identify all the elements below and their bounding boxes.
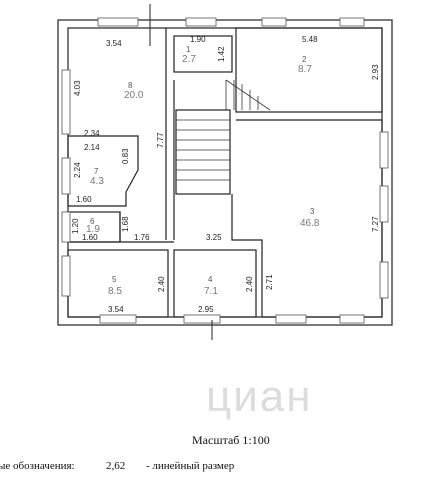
legend-description: - линейный размер: [146, 460, 235, 472]
room-8-number: 8: [128, 81, 133, 90]
stairs: [175, 109, 231, 195]
room-4-outline: [173, 249, 257, 318]
outer-wall: [57, 19, 393, 326]
room-7-outline: [67, 135, 139, 207]
dim-2-93: 2.93: [371, 64, 380, 80]
room-6-area: 1.9: [86, 224, 100, 235]
room-3-number: 3: [310, 207, 315, 216]
dim-4-03: 4.03: [73, 80, 82, 96]
scale-label: Масштаб 1:100: [192, 433, 270, 447]
room-4-area: 7.1: [204, 286, 218, 297]
room-4-number: 4: [208, 275, 213, 284]
dim-5-48: 5.48: [302, 35, 318, 44]
room-5-area: 8.5: [108, 286, 122, 297]
dim-1-90: 1.90: [190, 35, 206, 44]
dim-2-34: 2.34: [84, 129, 100, 138]
room-1-area: 2.7: [182, 54, 196, 65]
room-7-number: 7: [94, 167, 99, 176]
room-6-number: 6: [90, 217, 95, 226]
room-3-outline: [231, 119, 383, 318]
dim-2-14: 2.14: [84, 143, 100, 152]
dim-1-68: 1.68: [121, 216, 130, 232]
legend-label: ые обозначения:: [0, 460, 75, 472]
watermark: циан: [206, 372, 313, 421]
dim-2-71: 2.71: [265, 274, 274, 290]
dim-2-40-a: 2.40: [157, 276, 166, 292]
room-2-outline: [235, 27, 383, 113]
room-5-number: 5: [112, 275, 117, 284]
dim-3-25: 3.25: [206, 233, 222, 242]
dim-1-20: 1.20: [71, 218, 80, 234]
legend-value: 2,62: [106, 460, 126, 472]
dim-3-54-top: 3.54: [106, 39, 122, 48]
room-3-area: 46.8: [300, 218, 320, 229]
dim-2-24: 2.24: [73, 162, 82, 178]
dim-1-42: 1.42: [217, 46, 226, 62]
dim-0-83: 0.83: [121, 148, 130, 164]
room-2-area: 8.7: [298, 64, 312, 75]
dim-7-77: 7.77: [156, 132, 165, 148]
room-8-area: 20.0: [124, 90, 144, 101]
dim-1-76: 1.76: [134, 233, 150, 242]
dim-2-95: 2.95: [198, 305, 214, 314]
dim-2-40-b: 2.40: [245, 276, 254, 292]
room-1-number: 1: [186, 45, 191, 54]
inner-outer-wall: [67, 27, 383, 318]
dim-7-27: 7.27: [371, 216, 380, 232]
room-1-outline: [173, 35, 233, 73]
room-2-number: 2: [302, 55, 307, 64]
dim-3-54-bottom: 3.54: [108, 305, 124, 314]
dim-1-60-a: 1.60: [76, 195, 92, 204]
room-7-area: 4.3: [90, 176, 104, 187]
dim-1-60-b: 1.60: [82, 233, 98, 242]
